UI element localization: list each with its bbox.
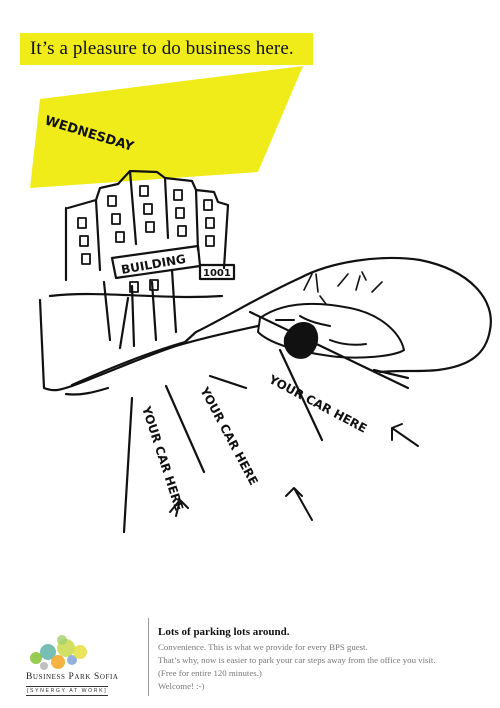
logo-tagline: [SYNERGY AT WORK]: [26, 686, 109, 696]
building-outline: [64, 169, 230, 282]
footer-title: Lots of parking lots around.: [158, 626, 290, 638]
car-sketch: [257, 302, 405, 359]
sticky-note: [30, 66, 303, 188]
arrow-right-lot: [391, 423, 419, 447]
logo-name: Business Park Sofia: [26, 672, 119, 682]
building-number-text: 1001: [203, 268, 231, 279]
arrow-middle-lot: [285, 487, 313, 521]
footer-divider: [148, 618, 149, 696]
people-sketch: [303, 271, 383, 305]
bps-logo: [30, 635, 87, 670]
parking-lines: [122, 310, 410, 534]
driveway-outline: [64, 256, 492, 396]
footer-line: Convenience. This is what we provide for…: [158, 642, 368, 652]
building-number-frame: [198, 263, 236, 281]
ground-lines: [38, 292, 260, 392]
building-entrance: [102, 268, 178, 350]
footer-line: (Free for entire 120 minutes.): [158, 668, 262, 678]
footer-line: That’s why, now is easier to park your c…: [158, 655, 436, 665]
parking-label-middle: YOUR CAR HERE: [197, 384, 261, 488]
parking-label-right: YOUR CAR HERE: [266, 372, 370, 436]
headline: It’s a pleasure to do business here.: [30, 38, 294, 59]
footer-line: Welcome! :-): [158, 681, 205, 691]
parking-label-left: YOUR CAR HERE: [139, 404, 186, 513]
building-windows: [77, 185, 215, 293]
arrow-left-lot: [169, 499, 189, 517]
car-blob: [283, 322, 319, 359]
headline-band: [20, 33, 313, 65]
